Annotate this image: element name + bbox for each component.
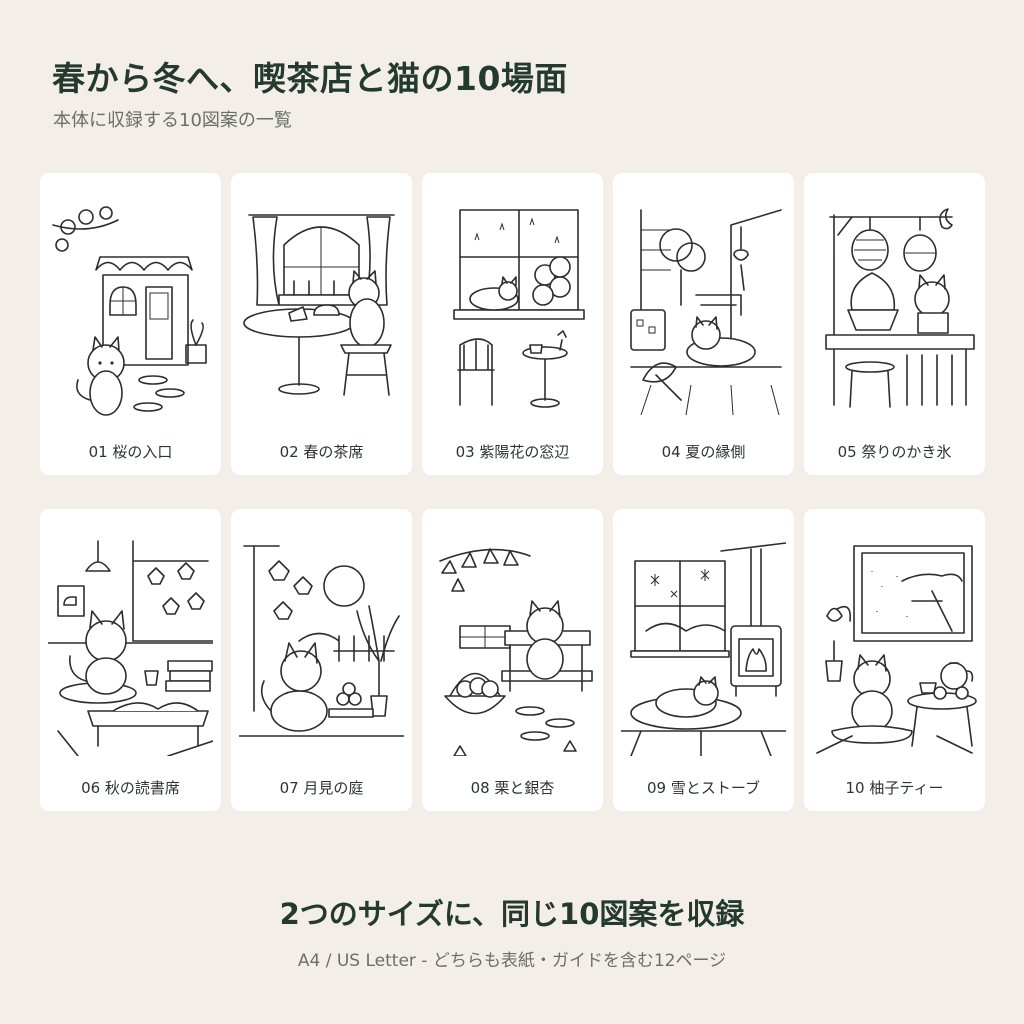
design-card-08: 08 栗と銀杏 xyxy=(422,509,603,811)
design-caption: 06 秋の読書席 xyxy=(81,779,180,797)
moon-viewing-garden-illustration xyxy=(239,545,404,737)
design-card-05: 05 祭りのかき氷 xyxy=(804,173,985,475)
hydrangea-window-illustration xyxy=(453,209,585,408)
design-card-04: 04 夏の縁側 xyxy=(613,173,794,475)
snow-stove-illustration xyxy=(621,542,786,756)
page-title: 春から冬へ、喫茶店と猫の10場面 xyxy=(52,59,568,98)
design-card-01: 01 桜の入口 xyxy=(40,173,221,475)
design-card-02: 02 春の茶席 xyxy=(231,173,412,475)
yuzu-tea-illustration xyxy=(816,545,977,754)
design-caption: 08 栗と銀杏 xyxy=(470,779,555,797)
design-card-09: 09 雪とストーブ xyxy=(613,509,794,811)
design-grid: 01 桜の入口 02 春の茶席 xyxy=(40,173,985,811)
design-card-06: 06 秋の読書席 xyxy=(40,509,221,811)
spring-tea-table-illustration xyxy=(243,214,395,396)
footer-title: 2つのサイズに、同じ10図案を収録 xyxy=(279,897,745,931)
design-caption: 07 月見の庭 xyxy=(279,779,364,797)
chestnut-ginkgo-illustration xyxy=(439,548,593,756)
design-card-07: 07 月見の庭 xyxy=(231,509,412,811)
summer-veranda-illustration xyxy=(630,209,782,416)
autumn-reading-seat-illustration xyxy=(48,540,213,756)
footer-subtitle: A4 / US Letter - どちらも表紙・ガイドを含む12ページ xyxy=(297,951,727,971)
design-caption: 01 桜の入口 xyxy=(88,443,173,461)
design-card-10: 10 柚子ティー xyxy=(804,509,985,811)
cherry-blossom-entrance-illustration xyxy=(52,206,207,416)
page-subtitle: 本体に収録する10図案の一覧 xyxy=(53,110,292,131)
festival-shaved-ice-illustration xyxy=(825,208,975,408)
design-caption: 05 祭りのかき氷 xyxy=(837,443,952,461)
design-caption: 09 雪とストーブ xyxy=(647,779,760,797)
design-caption: 10 柚子ティー xyxy=(845,779,944,797)
design-caption: 03 紫陽花の窓辺 xyxy=(455,443,570,461)
design-caption: 04 夏の縁側 xyxy=(661,443,746,461)
design-caption: 02 春の茶席 xyxy=(279,443,364,461)
design-card-03: 03 紫陽花の窓辺 xyxy=(422,173,603,475)
